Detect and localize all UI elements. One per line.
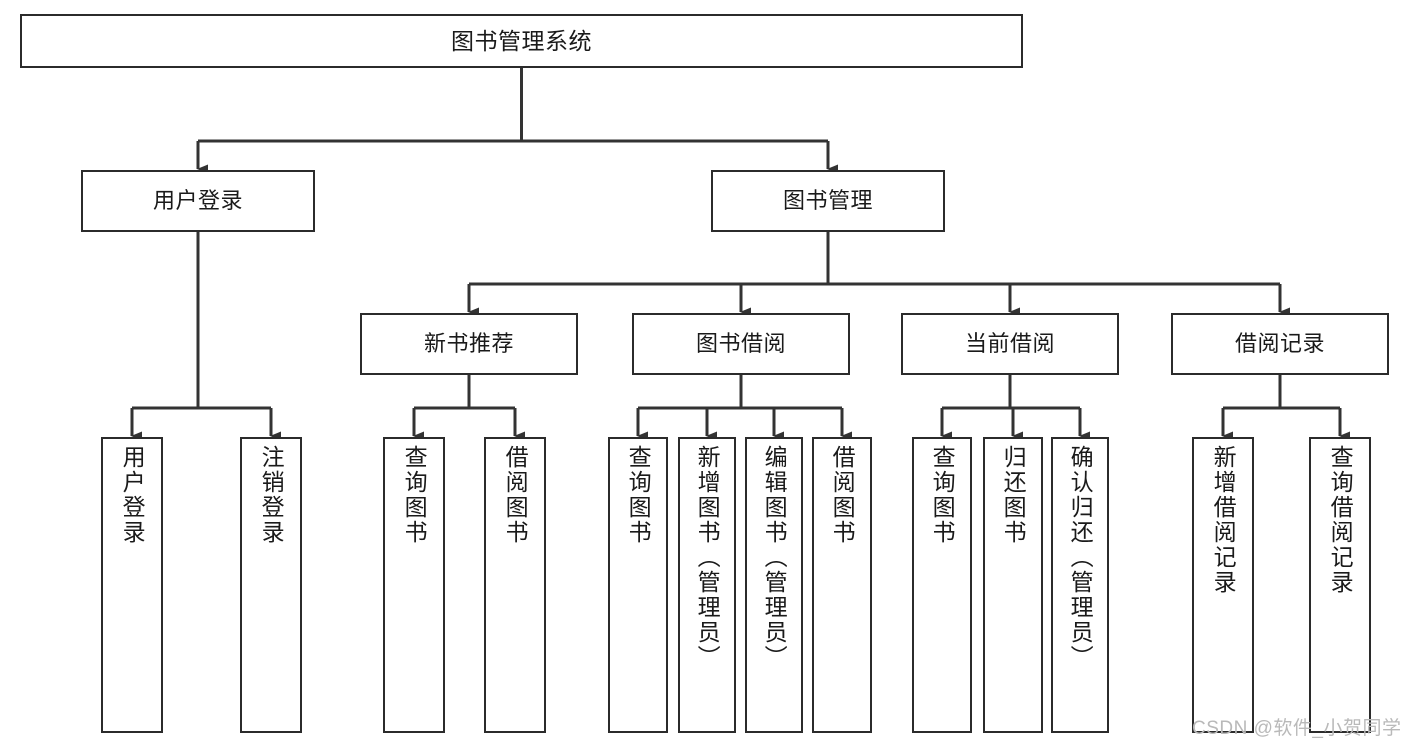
edge-group	[130, 68, 1350, 441]
node-label: 用户登录	[119, 445, 146, 545]
node-leaf-edit-book[interactable]: 编辑图书（管理员）	[745, 437, 803, 733]
node-label: 查询图书	[625, 445, 652, 545]
node-label: 确认归还（管理员）	[1067, 445, 1094, 670]
node-leaf-query-book-3[interactable]: 查询图书	[912, 437, 972, 733]
node-book-borrow[interactable]: 图书借阅	[632, 313, 850, 375]
node-label: 新增借阅记录	[1210, 445, 1237, 595]
node-book-manage[interactable]: 图书管理	[711, 170, 945, 232]
node-leaf-add-record[interactable]: 新增借阅记录	[1192, 437, 1254, 733]
node-leaf-return-book[interactable]: 归还图书	[983, 437, 1043, 733]
node-label: 归还图书	[1000, 445, 1027, 545]
node-leaf-confirm-return[interactable]: 确认归还（管理员）	[1051, 437, 1109, 733]
node-leaf-user-login[interactable]: 用户登录	[101, 437, 163, 733]
node-label: 新增图书（管理员）	[694, 445, 721, 670]
node-leaf-query-book-1[interactable]: 查询图书	[383, 437, 445, 733]
node-label: 图书管理系统	[451, 27, 592, 54]
node-leaf-borrow-book-2[interactable]: 借阅图书	[812, 437, 872, 733]
node-borrow-record[interactable]: 借阅记录	[1171, 313, 1389, 375]
node-label: 注销登录	[258, 445, 285, 545]
node-label: 查询图书	[929, 445, 956, 545]
node-user-login[interactable]: 用户登录	[81, 170, 315, 232]
node-label: 新书推荐	[423, 331, 514, 357]
node-label: 借阅图书	[502, 445, 529, 545]
node-leaf-borrow-book-1[interactable]: 借阅图书	[484, 437, 546, 733]
node-label: 查询图书	[401, 445, 428, 545]
node-label: 借阅记录	[1234, 331, 1325, 357]
node-label: 图书管理	[782, 188, 873, 214]
node-label: 用户登录	[152, 188, 243, 214]
watermark-text: CSDN @软件_小贺同学	[1192, 718, 1402, 739]
node-label: 借阅图书	[829, 445, 856, 545]
node-root[interactable]: 图书管理系统	[20, 14, 1023, 68]
node-label: 图书借阅	[695, 331, 786, 357]
node-leaf-add-book[interactable]: 新增图书（管理员）	[678, 437, 736, 733]
node-label: 编辑图书（管理员）	[761, 445, 788, 670]
node-leaf-logout[interactable]: 注销登录	[240, 437, 302, 733]
node-new-book-rec[interactable]: 新书推荐	[360, 313, 578, 375]
node-current-borrow[interactable]: 当前借阅	[901, 313, 1119, 375]
node-label: 当前借阅	[964, 331, 1055, 357]
node-leaf-query-book-2[interactable]: 查询图书	[608, 437, 668, 733]
node-label: 查询借阅记录	[1327, 445, 1354, 595]
node-leaf-query-record[interactable]: 查询借阅记录	[1309, 437, 1371, 733]
